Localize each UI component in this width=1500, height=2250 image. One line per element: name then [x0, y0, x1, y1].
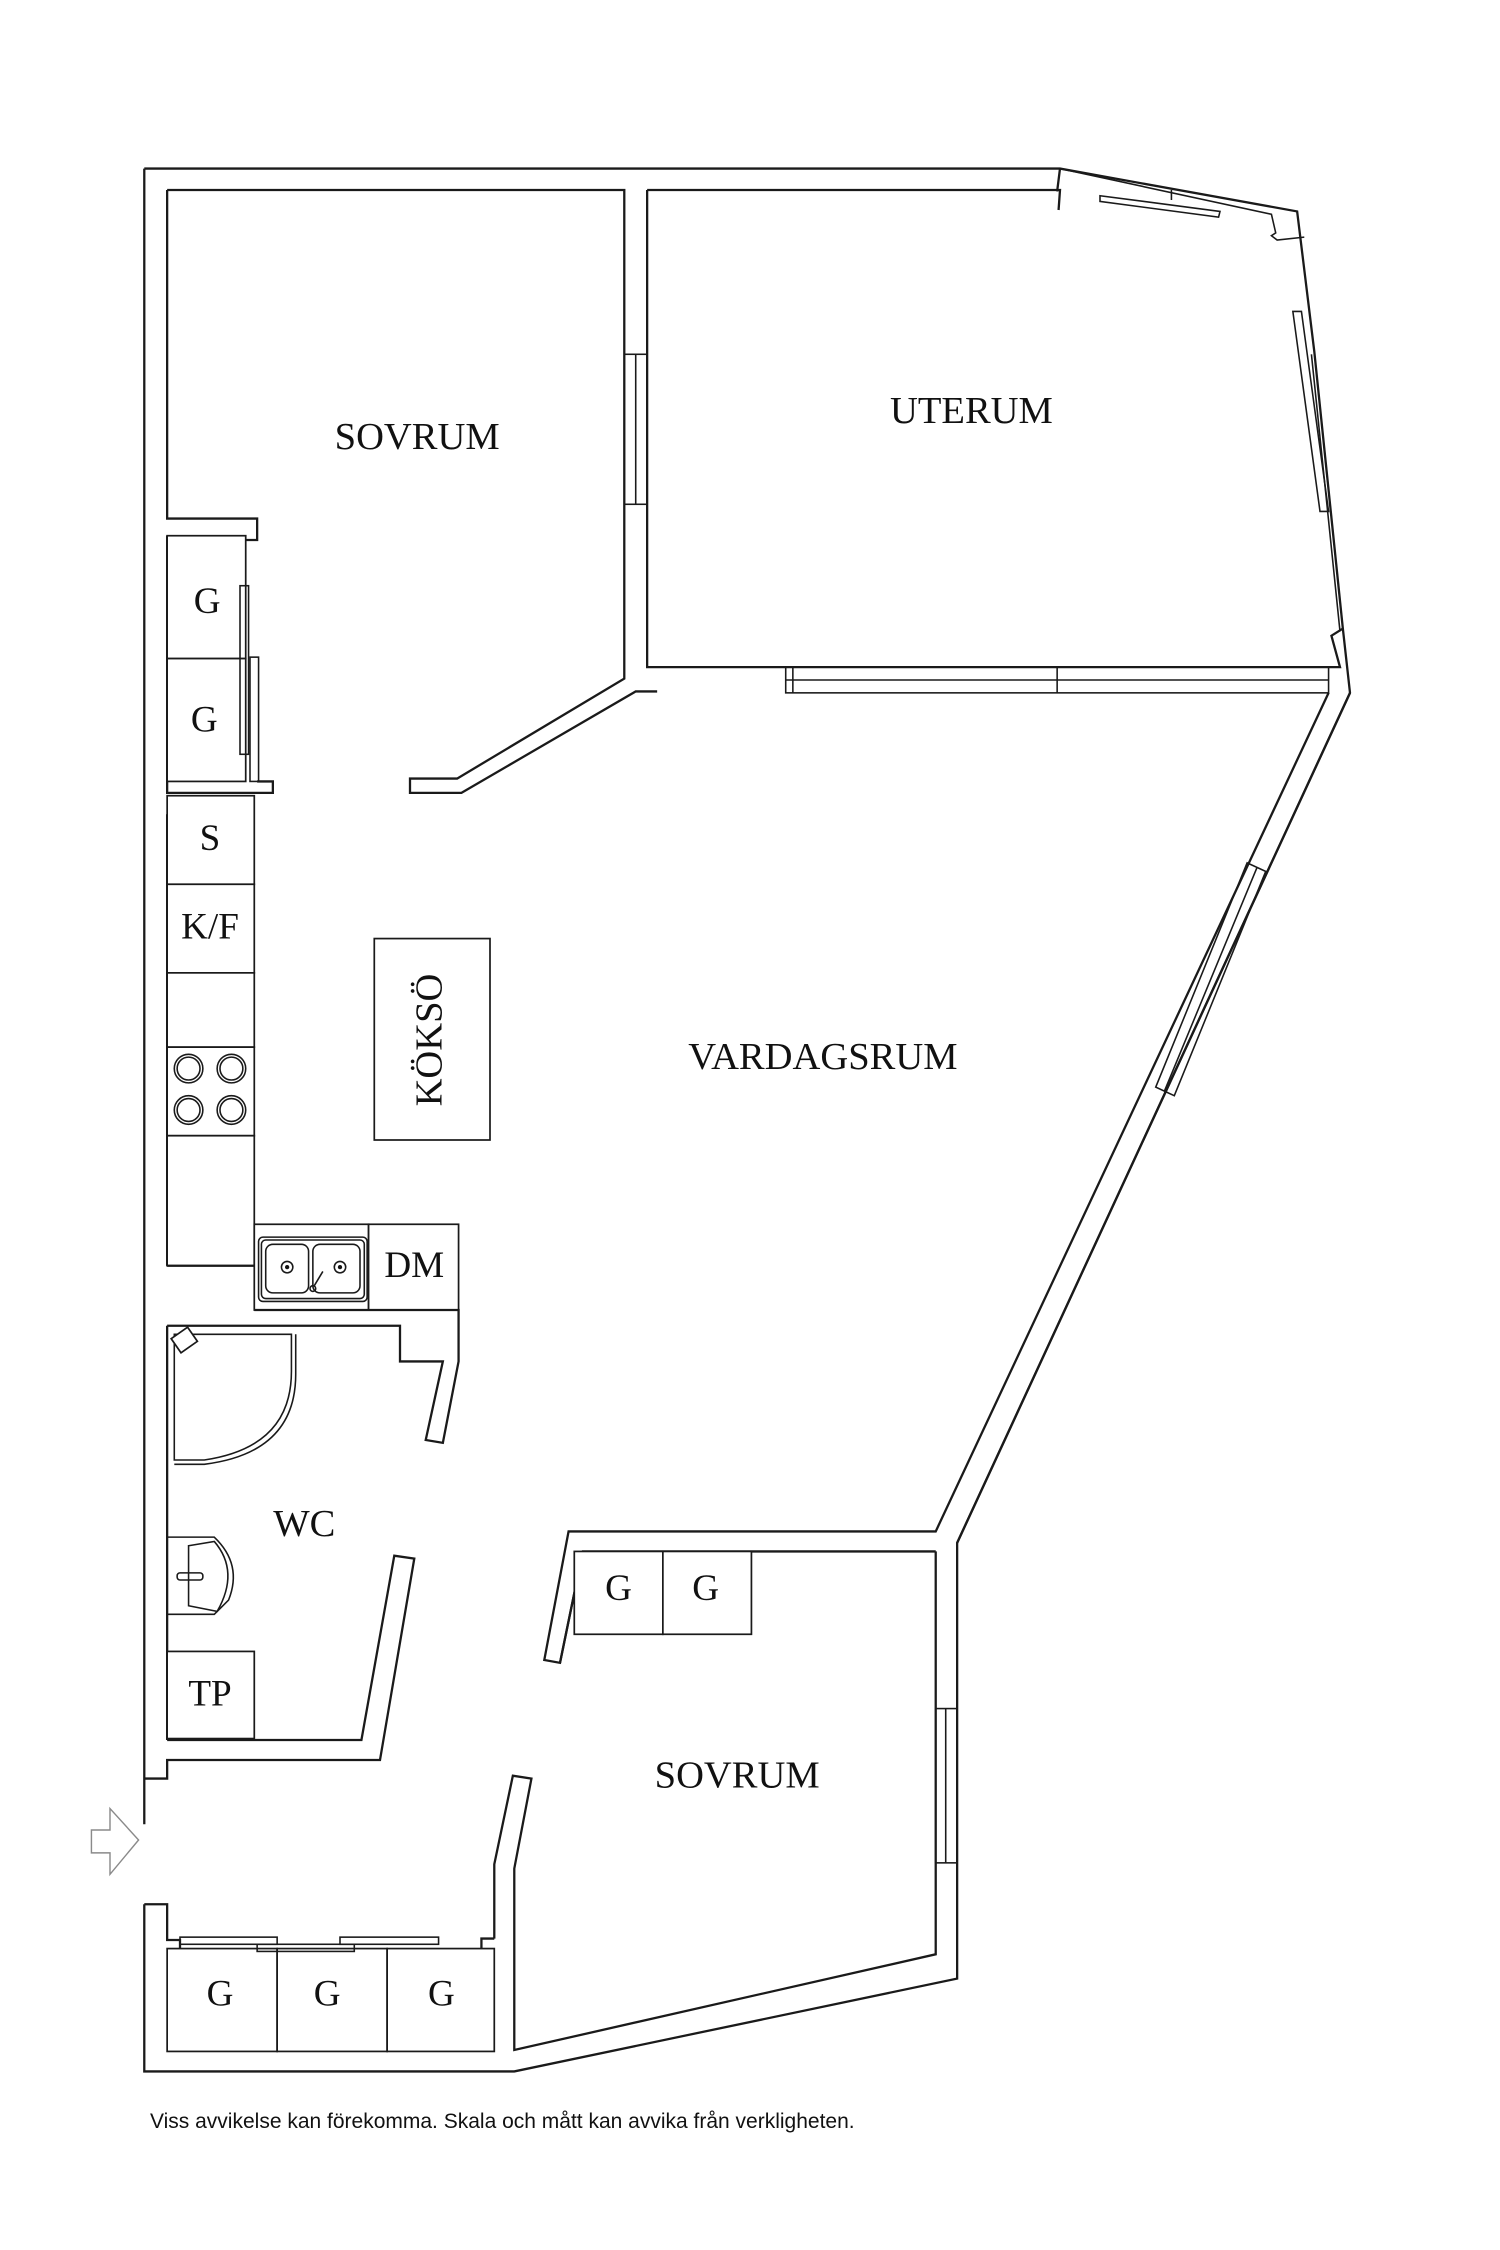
- stove-icon: [173, 1053, 247, 1126]
- room-bathroom: TP WC: [144, 1308, 460, 1780]
- kitchen: S K/F DM KÖKSÖ: [166, 794, 491, 1311]
- label-wardrobe-entry-2: G: [314, 1974, 341, 2015]
- label-freezer: S: [200, 818, 221, 859]
- label-wardrobe-hall-1: G: [194, 581, 221, 622]
- label-wardrobe-entry-3: G: [428, 1974, 455, 2015]
- label-washing-machine: TP: [188, 1674, 231, 1715]
- label-fridge-freezer: K/F: [181, 907, 239, 948]
- corner-shower-icon: [169, 1326, 297, 1466]
- label-wardrobe-entry-1: G: [207, 1974, 234, 2015]
- disclaimer-text: Viss avvikelse kan förekomma. Skala och …: [150, 2110, 855, 2133]
- entrance-arrow-icon: [90, 1806, 140, 1877]
- room-living: VARDAGSRUM: [542, 692, 1352, 1665]
- room-sunroom: UTERUM: [646, 167, 1344, 694]
- label-dishwasher: DM: [384, 1245, 444, 1286]
- room-label-bathroom: WC: [273, 1503, 335, 1545]
- hall-wardrobes: G G: [166, 534, 260, 783]
- entry-wardrobes: G G G: [144, 1903, 496, 2053]
- room-label-bedroom-top: SOVRUM: [335, 416, 500, 458]
- double-sink-icon: [257, 1236, 368, 1303]
- room-label-living: VARDAGSRUM: [688, 1036, 957, 1078]
- label-kitchen-island: KÖKSÖ: [409, 974, 451, 1107]
- label-wardrobe-bedroom-2: G: [692, 1568, 719, 1609]
- room-label-sunroom: UTERUM: [890, 390, 1053, 432]
- room-label-bedroom-bottom: SOVRUM: [655, 1754, 820, 1796]
- room-bedroom-top: SOVRUM: [167, 188, 658, 794]
- label-wardrobe-hall-2: G: [191, 699, 218, 740]
- label-wardrobe-bedroom-1: G: [605, 1568, 632, 1609]
- room-bedroom-bottom: G G SOVRUM: [493, 1550, 958, 2052]
- washbasin-icon: [167, 1536, 235, 1616]
